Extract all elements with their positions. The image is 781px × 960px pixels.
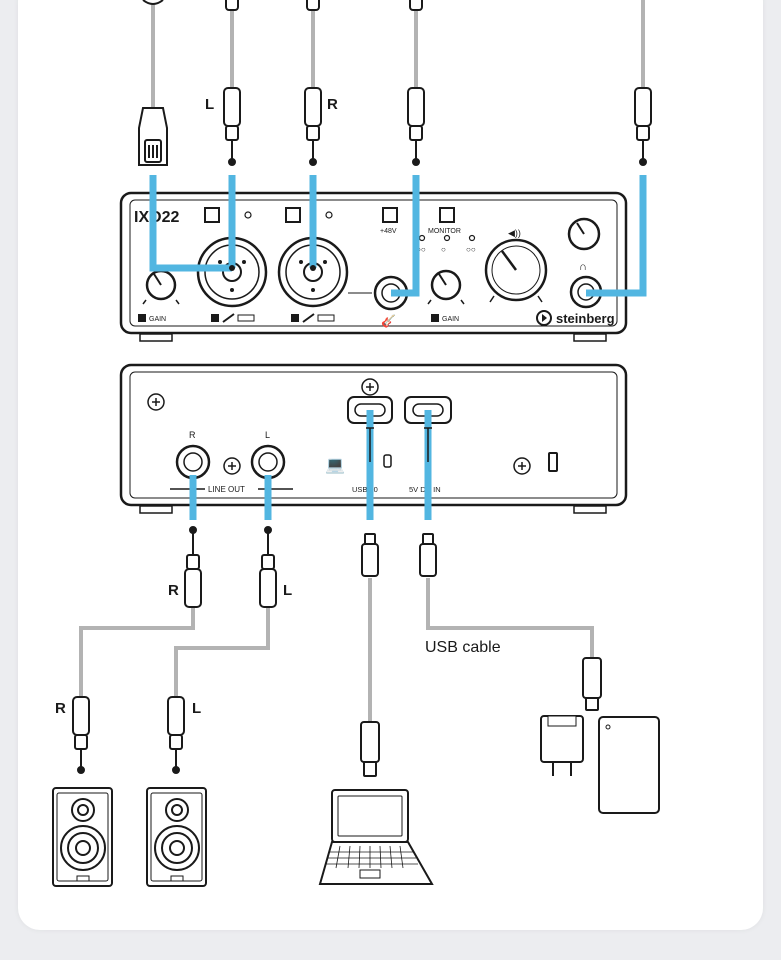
gain-2-label: GAIN xyxy=(442,316,459,323)
speaker-r-label: R xyxy=(55,700,66,717)
screw-icon xyxy=(223,457,241,475)
out-plug-l-label: L xyxy=(283,582,292,599)
usb-a-plug-power xyxy=(582,657,602,711)
headphone-icon: ∩ xyxy=(579,261,587,273)
jack-plug-guitar xyxy=(407,87,425,166)
out-r-label: R xyxy=(189,430,196,440)
top-connector-stubs xyxy=(142,0,423,11)
screw-icon xyxy=(513,457,531,475)
monitor-speaker-left xyxy=(146,787,207,887)
brand-name: steinberg xyxy=(556,311,615,326)
usb-c-plug-power xyxy=(419,533,437,577)
usb-a-plug xyxy=(360,721,380,777)
svg-text:○: ○ xyxy=(441,245,446,254)
front-signal-paths xyxy=(149,175,647,297)
brand-logo-icon xyxy=(536,310,552,326)
monitor-speaker-right xyxy=(52,787,113,887)
power-adapter-icon xyxy=(540,715,584,776)
usb-cable-label: USB cable xyxy=(425,639,501,656)
headphone-knob[interactable] xyxy=(567,217,601,251)
gain-knob-1[interactable] xyxy=(142,269,180,305)
speaker-plug-l xyxy=(167,696,185,774)
monitor-label: MONITOR xyxy=(428,228,461,235)
xlr-plug xyxy=(138,107,168,166)
svg-text:○○: ○○ xyxy=(416,245,426,254)
gain-knob-2[interactable] xyxy=(427,269,465,305)
out-plug-r-label: R xyxy=(168,582,179,599)
out-plug-r xyxy=(184,526,202,608)
out-plug-l xyxy=(259,526,277,608)
inst-switch-2[interactable] xyxy=(285,207,301,223)
top-r-label: R xyxy=(327,96,338,113)
security-slot xyxy=(548,452,558,472)
line-out-l-jack[interactable] xyxy=(250,444,286,480)
jack-plug-l xyxy=(223,87,241,166)
monitor-switch[interactable] xyxy=(439,207,455,223)
top-l-label: L xyxy=(205,96,214,113)
laptop-icon xyxy=(318,789,434,885)
power-bank-icon xyxy=(598,716,660,814)
model-logo: IXO22 xyxy=(134,209,179,226)
svg-text:○○: ○○ xyxy=(466,245,476,254)
top-cables xyxy=(151,0,645,110)
phantom-label: +48V xyxy=(380,228,397,235)
phantom-switch[interactable] xyxy=(382,207,398,223)
laptop-small-icon: 💻 xyxy=(325,457,345,474)
jack-plug-r xyxy=(304,87,322,166)
speaker-icon: ◀)) xyxy=(508,228,521,238)
screw-icon xyxy=(361,378,379,396)
usb-label: USB2.0 xyxy=(352,485,378,494)
usb-c-plug-computer xyxy=(361,533,379,577)
speaker-l-label: L xyxy=(192,700,201,717)
gain-1-label: GAIN xyxy=(149,316,166,323)
jack-plug-headphone xyxy=(634,87,652,166)
out-l-label: L xyxy=(265,430,270,440)
front-panel: IXO22 +48V MONITOR ○○ ○ ○○ GAIN xyxy=(119,191,628,342)
line-out-r-jack[interactable] xyxy=(175,444,211,480)
line-out-label: LINE OUT xyxy=(208,485,245,494)
inst-switch-1[interactable] xyxy=(204,207,220,223)
speaker-plug-r xyxy=(72,696,90,774)
screw-icon xyxy=(147,393,165,411)
guitar-icon: 🎸 xyxy=(381,314,396,328)
lower-cables xyxy=(79,578,594,722)
output-volume-knob[interactable] xyxy=(484,238,548,303)
